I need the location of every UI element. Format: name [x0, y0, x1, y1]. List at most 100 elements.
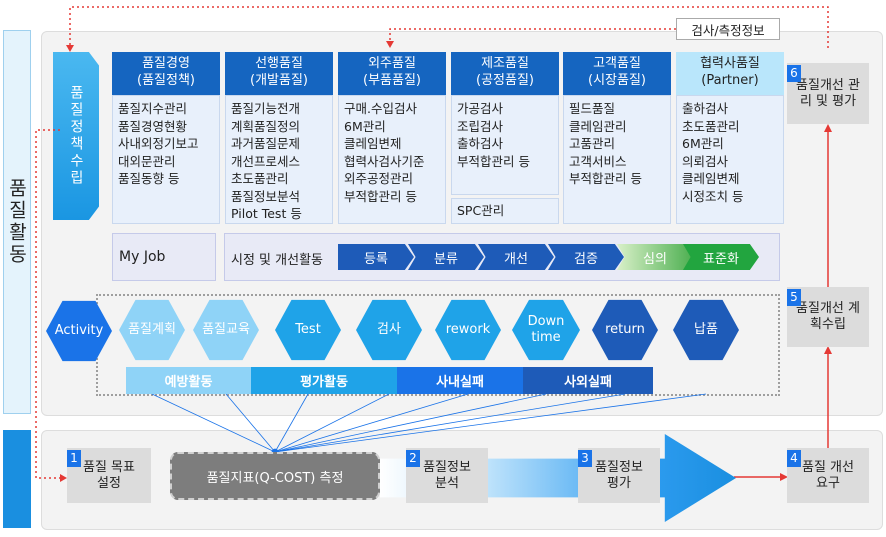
myjob-step-label: 등록	[364, 251, 388, 267]
myjob-step-label: 심의	[643, 251, 667, 267]
column-title: 고객품질	[593, 56, 641, 71]
side-title-bar: 품질활동	[3, 30, 31, 414]
quality-policy-tab: 품질정책수립	[53, 52, 99, 220]
column-item: 초도품관리	[231, 171, 289, 186]
activity-bar-3: 사내실패	[397, 367, 523, 394]
myjob-step-3: 개선	[478, 244, 554, 270]
qcost-label: 품질지표(Q-COST) 측정	[206, 470, 344, 486]
step3-num: 3	[578, 450, 592, 467]
myjob-step-6: 표준화	[683, 244, 759, 270]
side-process-bar	[3, 430, 31, 528]
column-item: Pilot Test 등	[231, 206, 302, 221]
myjob-step-label: 분류	[434, 251, 458, 267]
column-extra-box: SPC관리	[451, 198, 559, 224]
column-header-2: 선행품질 (개발품질)	[225, 52, 333, 95]
column-item: 품질정보분석	[231, 188, 301, 204]
activity-bar-1: 예방활동	[126, 367, 251, 394]
column-item: 6M관리	[344, 118, 386, 134]
activity-hex-label: rework	[445, 322, 491, 337]
step5-num: 5	[787, 289, 801, 306]
myjob-step-1: 등록	[338, 244, 414, 270]
column-item: 부적합관리 등	[457, 153, 530, 169]
column-item: 부적합관리 등	[569, 171, 642, 186]
column-title: 제조품질	[481, 56, 529, 71]
column-item: 클레임변제	[344, 136, 402, 151]
step1-label: 품질 목표설정	[83, 459, 135, 491]
myjob-step-2: 분류	[408, 244, 484, 270]
myjob-step-5: 심의	[617, 244, 693, 270]
column-item: 협력사검사기준	[344, 153, 425, 169]
column-item: 고객서비스	[569, 153, 627, 169]
column-item: 클레임변제	[682, 171, 740, 186]
activity-hex-label: 검사	[377, 322, 401, 337]
column-item: 부적합관리 등	[344, 188, 417, 204]
quality-policy-label: 품질정책수립	[68, 85, 84, 187]
qcost-box: 품질지표(Q-COST) 측정	[170, 452, 380, 500]
column-header-1: 품질경영 (품질정책)	[112, 52, 220, 95]
column-item: 외주공정관리	[344, 171, 414, 186]
myjob-label: My Job	[119, 249, 166, 265]
column-extra-label: SPC관리	[457, 203, 505, 218]
column-item: 계획품질정의	[231, 118, 301, 134]
column-subtitle: (시장품질)	[588, 73, 646, 88]
column-item: 품질동향 등	[118, 171, 180, 186]
activity-bar-2: 평가활동	[251, 367, 397, 394]
column-header-3: 외주품질 (부품품질)	[338, 52, 446, 95]
myjob-activity-label: 시정 및 개선활동	[231, 253, 323, 268]
step2-num: 2	[406, 450, 420, 467]
side-title: 품질활동	[5, 178, 28, 266]
activity-hex-label: Activity	[54, 323, 104, 338]
column-item: 품질경영현황	[118, 118, 188, 134]
activity-hex-label: Down time	[527, 314, 565, 345]
step4-label: 품질 개선요구	[802, 459, 854, 491]
myjob-box: My Job	[112, 233, 216, 281]
column-header-4: 제조품질 (공정품질)	[451, 52, 559, 95]
step4-num: 4	[787, 450, 801, 467]
column-item: 출하검사	[682, 101, 729, 116]
column-subtitle: (공정품질)	[476, 73, 534, 88]
column-item: 품질지수관리	[118, 101, 188, 116]
column-item: 가공검사	[457, 101, 504, 116]
column-item: 조립검사	[457, 118, 504, 134]
column-item: 과거품질문제	[231, 136, 301, 151]
column-subtitle: (개발품질)	[250, 73, 308, 88]
column-subtitle: (Partner)	[701, 73, 759, 88]
step4-box: 품질 개선요구	[787, 448, 869, 503]
column-subtitle: (품질정책)	[137, 73, 195, 88]
column-item: 구매.수입검사	[344, 101, 417, 116]
step6-label: 품질개선 관리 및 평가	[796, 77, 860, 109]
column-title: 품질경영	[142, 56, 190, 71]
activity-hex-label: 납품	[694, 322, 718, 337]
column-item: 시정조치 등	[682, 188, 744, 204]
activity-bar-4: 사외실패	[523, 367, 653, 394]
column-item: 사내외정기보고	[118, 136, 199, 151]
column-item: 클레임관리	[569, 118, 627, 134]
column-item: 6M관리	[682, 136, 724, 151]
activity-hex-label: 품질교육	[202, 322, 250, 337]
column-title: 선행품질	[255, 56, 303, 71]
inspection-info-box: 검사/측정정보	[676, 18, 780, 40]
step5-label: 품질개선 계획수립	[796, 301, 860, 332]
column-subtitle: (부품품질)	[363, 73, 421, 88]
myjob-step-label: 검증	[574, 251, 598, 267]
column-item: 고품관리	[569, 136, 616, 151]
step6-num: 6	[787, 65, 801, 82]
activity-bar-label: 예방활동	[164, 375, 213, 390]
column-title: 외주품질	[368, 56, 416, 71]
column-item: 대외문관리	[118, 153, 176, 169]
column-item: 필드품질	[569, 101, 616, 116]
column-item: 의뢰검사	[682, 153, 729, 169]
column-item: 개선프로세스	[231, 153, 301, 169]
inspection-info-label: 검사/측정정보	[691, 22, 765, 38]
myjob-step-label: 개선	[504, 251, 528, 267]
column-item: 출하검사	[457, 136, 504, 151]
step3-label: 품질정보 평가	[595, 459, 643, 491]
column-item: 초도품관리	[682, 118, 740, 134]
myjob-step-label: 표준화	[703, 251, 739, 267]
activity-bar-label: 평가활동	[300, 375, 348, 390]
